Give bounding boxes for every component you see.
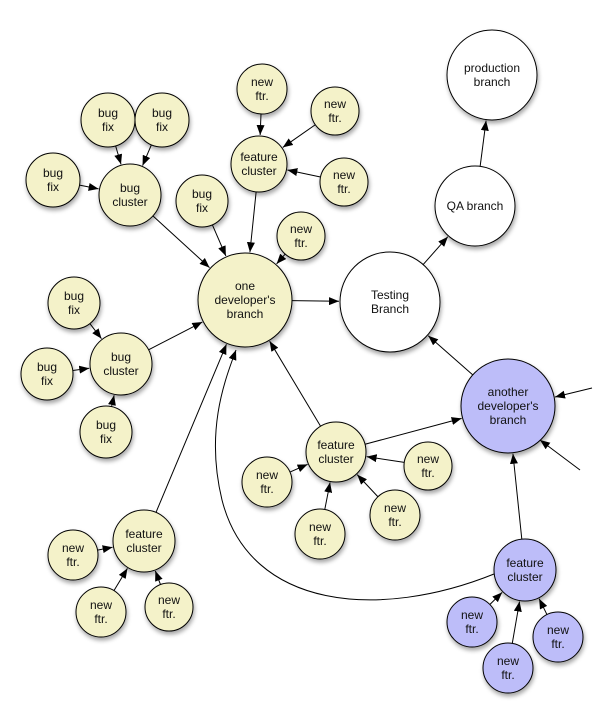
edge-nf7-to-fc2 [356,474,379,498]
node-bf1 [80,92,136,148]
node-bf2 [134,92,190,148]
edge-fc2-to-anotherdev [364,417,462,445]
edge-testing-to-qa [422,236,449,265]
node-bf5 [47,276,101,330]
edge-bf1-to-bugc1 [114,145,123,165]
edge-nf3-to-fc1 [287,168,321,178]
edge-fc1-to-onedev [246,191,257,253]
edge-fc2-to-onedev [269,340,322,427]
node-nf1 [236,63,288,115]
node-onedev [197,252,293,348]
node-fc2 [305,421,367,483]
edge-nf13-to-fc4 [511,601,522,644]
edge-bf7-to-bugc2 [108,395,116,407]
node-production [446,29,538,121]
edge-onedev-to-testing [291,297,340,306]
edge-fc4-to-anotherdev [510,453,523,540]
node-nf3 [319,157,369,207]
edge-bf2-to-bugc1 [142,144,152,166]
edge-bf6-to-bugc2 [72,365,90,374]
node-nf13 [482,642,534,694]
edge-external-in-2 [539,439,581,471]
edge-nf9-to-fc3 [97,545,113,554]
edge-nf8-to-fc2 [366,454,405,463]
edge-nf5-to-fc2 [289,463,308,473]
node-nf2 [310,86,360,136]
edge-nf10-to-fc3 [113,568,128,591]
node-bf4 [175,174,229,228]
node-bf3 [25,152,81,208]
edge-fc4-to-onedev-curve [214,349,495,601]
node-testing [339,251,441,353]
node-bf7 [79,405,133,459]
node-bf6 [20,347,74,401]
node-fc1 [230,135,288,193]
edge-bf4-to-onedev [211,224,227,257]
edge-qa-to-production [479,120,489,167]
node-nf12 [446,596,498,648]
node-nf7 [369,489,421,541]
node-nf8 [403,441,453,491]
node-nf4 [276,211,326,261]
edge-external-in-1 [554,387,593,399]
edge-bf3-to-bugc1 [79,183,99,191]
node-fc4 [493,538,557,602]
edge-nf11-to-fc3 [154,570,163,585]
node-anotherdev [460,358,556,454]
edge-nf14-to-fc4 [538,598,548,615]
edge-nf1-to-fc1 [256,113,265,136]
edge-anotherdev-to-testing [427,335,474,376]
node-fc3 [112,509,176,573]
edge-bf5-to-bugc2 [89,323,102,339]
edge-nf12-to-fc4 [489,592,503,605]
node-nf14 [532,611,584,663]
edge-fc3-to-onedev [155,344,227,513]
node-nf5 [241,456,293,508]
node-qa [434,165,516,247]
node-nf9 [47,529,99,581]
node-bugc2 [89,332,153,396]
node-nf11 [144,582,194,632]
edge-nf6-to-fc2 [324,482,333,510]
edge-bugc1-to-onedev [152,215,210,269]
node-nf6 [294,508,346,560]
node-nf10 [75,586,127,638]
node-bugc1 [98,163,162,227]
edge-nf2-to-fc1 [282,124,316,148]
edge-nf4-to-onedev [276,253,287,265]
edge-bugc2-to-onedev [148,321,203,351]
